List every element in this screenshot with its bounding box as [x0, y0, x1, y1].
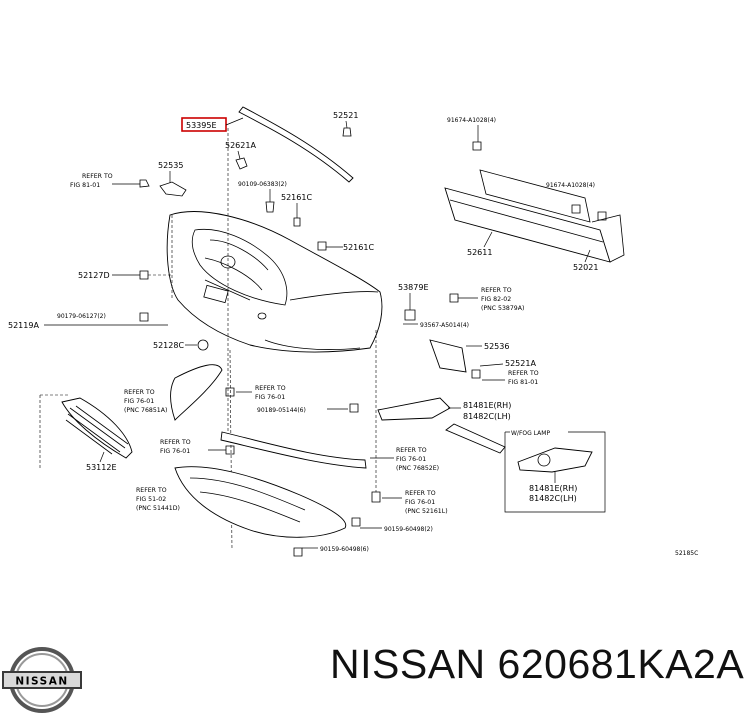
label-90189: 90189-05144(6) [257, 407, 306, 414]
ref5-line1: REFER TO [255, 385, 286, 392]
ref5-line2: FIG 76-01 [255, 394, 285, 401]
ref1-line1: REFER TO [82, 173, 113, 180]
label-81482c-b: 81482C(LH) [529, 494, 577, 503]
label-52161c-a: 52161C [281, 193, 312, 202]
label-52119a: 52119A [8, 321, 39, 330]
label-52535: 52535 [158, 161, 183, 170]
label-52521a: 52521A [505, 359, 536, 368]
side-bracket-52536 [429, 339, 467, 373]
label-91674-b: 91674-A1028(4) [546, 182, 595, 189]
ref9-line1: REFER TO [405, 490, 436, 497]
label-52621a: 52621A [225, 141, 256, 150]
ref9-line3: (PNC 52161L) [405, 508, 448, 515]
engine-undercover [174, 466, 347, 538]
label-93567: 93567-A5014(4) [420, 322, 469, 329]
parts-diagram: 53395E 52521 52621A 52535 REFER TO FIG 8… [2, 106, 744, 713]
ref4-line2: FIG 76-01 [124, 398, 154, 405]
label-90179: 90179-06127(2) [57, 313, 106, 320]
bumper-cover [166, 211, 383, 353]
label-52161c-b: 52161C [343, 243, 374, 252]
grille-molding-strip [238, 106, 354, 183]
ref7-line1: REFER TO [396, 447, 427, 454]
ref8-line2: FIG 51-02 [136, 496, 166, 503]
lower-spoiler [170, 364, 223, 421]
label-81482c: 81482C(LH) [463, 412, 511, 421]
part-number-caption: NISSAN 620681KA2A [330, 641, 744, 687]
label-81481e: 81481E(RH) [463, 401, 511, 410]
ref3-line2: FIG 81-01 [508, 379, 538, 386]
ref4-line1: REFER TO [124, 389, 155, 396]
direction-arrow [445, 423, 506, 454]
fog-lamp-cover [377, 397, 451, 421]
label-90159-b: 90159-60498(6) [320, 546, 369, 553]
label-90159-a: 90159-60498(2) [384, 526, 433, 533]
highlight-box [181, 117, 227, 132]
label-52611: 52611 [467, 248, 492, 257]
ref6-line2: FIG 76-01 [160, 448, 190, 455]
label-90109: 90109-06383(2) [238, 181, 287, 188]
ref9-line2: FIG 76-01 [405, 499, 435, 506]
ref3-line1: REFER TO [508, 370, 539, 377]
label-52536: 52536 [484, 342, 509, 351]
label-52127d: 52127D [78, 271, 110, 280]
fog-lamp-inset: W/FOG LAMP 81481E(RH) 81482C(LH) [504, 430, 606, 513]
lower-grille [61, 397, 133, 459]
exploded-view-svg: 53395E 52521 52621A 52535 REFER TO FIG 8… [8, 106, 698, 557]
label-52021: 52021 [573, 263, 598, 272]
label-53879e: 53879E [398, 283, 429, 292]
nissan-logo: NISSAN [2, 647, 82, 713]
ref8-line1: REFER TO [136, 487, 167, 494]
label-81481e-b: 81481E(RH) [529, 484, 577, 493]
bumper-reinforcement [444, 169, 625, 263]
label-wfog-lamp: W/FOG LAMP [511, 430, 550, 437]
logo-wordmark: NISSAN [15, 676, 68, 688]
label-52521: 52521 [333, 111, 358, 120]
label-52128c: 52128C [153, 341, 184, 350]
lower-molding [220, 431, 367, 469]
label-53112e: 53112E [86, 463, 117, 472]
ref2-line3: (PNC 53879A) [481, 305, 524, 312]
ref2-line1: REFER TO [481, 287, 512, 294]
ref1-line2: FIG 81-01 [70, 182, 100, 189]
ref7-line2: FIG 76-01 [396, 456, 426, 463]
ref2-line2: FIG 82-02 [481, 296, 511, 303]
ref8-line3: (PNC 51441D) [136, 505, 180, 512]
ref4-line3: (PNC 76851A) [124, 407, 167, 414]
ref7-line3: (PNC 76852E) [396, 465, 439, 472]
label-91674-a: 91674-A1028(4) [447, 117, 496, 124]
ref6-line1: REFER TO [160, 439, 191, 446]
figure-code: 52185C [675, 550, 698, 557]
label-53395e: 53395E [186, 121, 217, 130]
